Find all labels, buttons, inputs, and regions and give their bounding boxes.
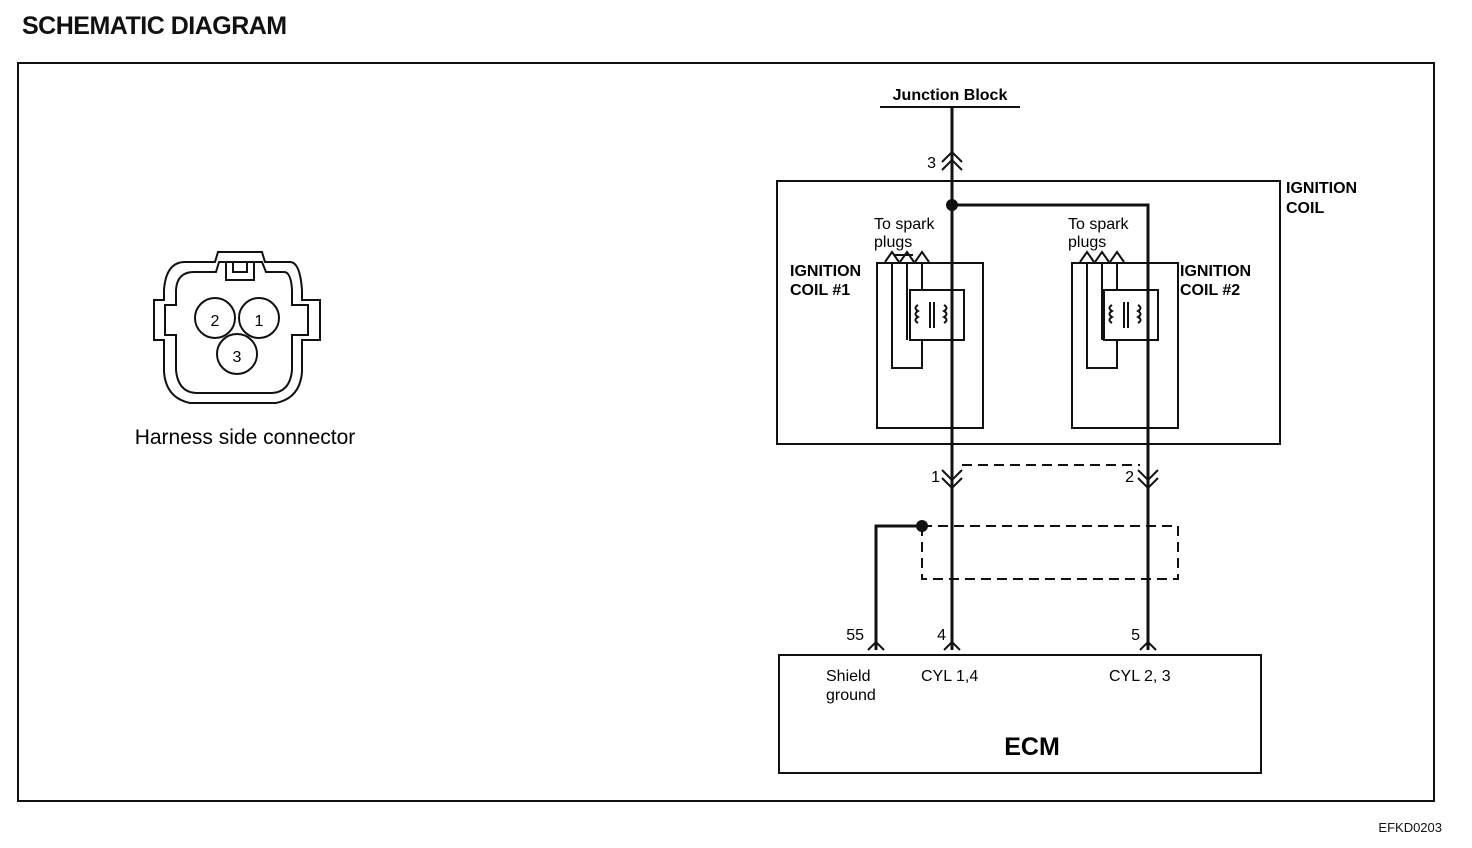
junction-block-label: Junction Block [893,87,1008,104]
splice-point [946,199,958,211]
connector-caption: Harness side connector [135,426,356,449]
page-title: SCHEMATIC DIAGRAM [22,12,287,40]
coil2-label-2: COIL #2 [1180,282,1240,299]
ecm-pin-55: 55 [846,627,864,644]
connector-chevrons [867,150,1159,651]
coil1-spark-label-2: plugs [874,234,912,251]
ecm-shield-label-1: Shield [826,668,870,685]
coil1-spark-label-1: To spark [874,216,935,233]
coil2-pin-label: 2 [1125,469,1134,486]
wiring [874,107,1150,650]
ecm-cyl14-label: CYL 1,4 [921,668,978,685]
coil2-spark-label-2: plugs [1068,234,1106,251]
coil1-pin-label: 1 [931,469,940,486]
ecm-shield-label-2: ground [826,687,876,704]
ecm-pin-4: 4 [937,627,946,644]
junction-pin-label: 3 [927,155,936,172]
ecm-label: ECM [1004,733,1060,761]
shielded-cable [921,464,1179,580]
ecm-cyl23-label: CYL 2, 3 [1109,668,1171,685]
coil1-label-2: COIL #1 [790,282,850,299]
ignition-coil-2 [1071,250,1179,429]
ecm-pin-5: 5 [1131,627,1140,644]
diagram-border [17,62,1435,802]
connector-pin-1 [238,297,280,339]
harness-connector [153,251,321,404]
ignition-coil-housing [776,180,1281,445]
connector-pin-2 [194,297,236,339]
ignition-coil-1 [876,250,984,429]
connector-pin-2-label: 2 [211,313,220,330]
coil2-spark-label-1: To spark [1068,216,1129,233]
ignition-coil-label-1: IGNITION [1286,180,1357,197]
coil1-label-1: IGNITION [790,263,861,280]
coil2-label-1: IGNITION [1180,263,1251,280]
connector-pin-3-label: 3 [233,349,242,366]
connector-pin-1-label: 1 [255,313,264,330]
figure-code: EFKD0203 [1378,820,1442,835]
ecm-box [778,654,1262,774]
connector-pin-3 [216,333,258,375]
ignition-coil-label-2: COIL [1286,200,1324,217]
